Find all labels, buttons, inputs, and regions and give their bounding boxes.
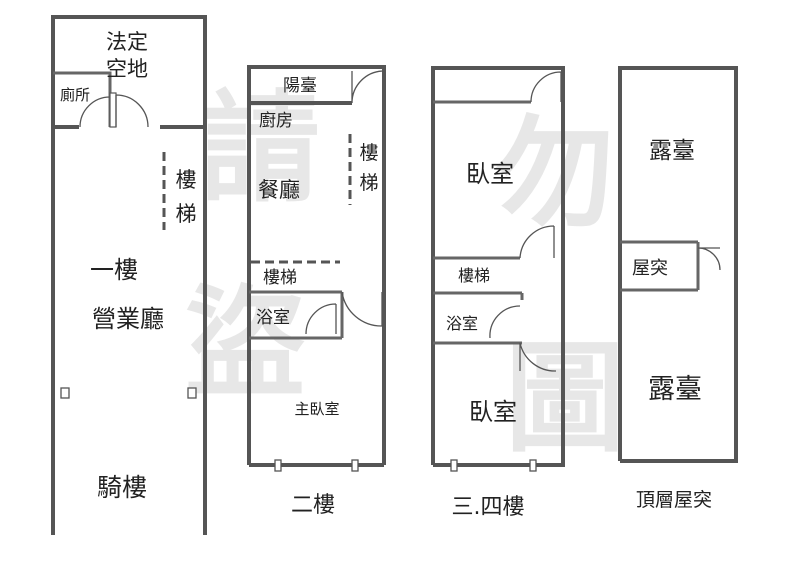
hall-label-l1: 一樓	[90, 256, 138, 284]
room-labels: 法定 空地 廁所 樓 梯 一樓 營業廳 騎樓 陽臺 廚房 餐廳 樓 梯 樓梯 浴…	[60, 30, 712, 520]
third-fourth-floor-plan	[431, 66, 565, 472]
arcade-label: 騎樓	[97, 473, 147, 502]
second-floor-stairs-v-label-1: 樓	[359, 142, 378, 164]
dining-label: 餐廳	[258, 178, 300, 202]
third-floor-balcony-door	[530, 71, 562, 103]
third-floor-stairs-label: 樓梯	[458, 266, 490, 285]
third-floor-caption: 三.四樓	[452, 495, 525, 520]
terrace-bottom-label: 露臺	[648, 374, 702, 405]
roof-caption: 頂層屋突	[636, 489, 712, 511]
first-floor-pillar-right	[187, 387, 197, 399]
open-space-label-l2: 空地	[106, 57, 148, 81]
first-floor-plan	[51, 15, 207, 535]
first-floor-stairs-label-1: 樓	[176, 168, 197, 192]
third-floor-window-left	[450, 459, 458, 472]
balcony-label: 陽臺	[283, 76, 317, 96]
second-floor-plan	[247, 65, 386, 472]
toilet-door-swing	[79, 96, 111, 128]
bedroom-top-label: 臥室	[466, 160, 514, 188]
bath-door-swing	[305, 303, 337, 335]
first-floor-pillar-left	[60, 387, 70, 399]
open-space-door-swing	[115, 94, 149, 128]
bedroom-bottom-label: 臥室	[469, 398, 517, 426]
third-floor-outer-wall	[431, 66, 565, 467]
master-bedroom-door-swing	[341, 291, 383, 327]
toilet-label: 廁所	[60, 86, 90, 104]
first-floor-stairs-label-2: 梯	[176, 202, 197, 226]
second-floor-stairs-v-label-2: 梯	[359, 172, 378, 194]
third-floor-bedroom-door	[519, 225, 555, 259]
roof-room-door-swing	[697, 247, 721, 271]
second-floor-window-left	[274, 459, 282, 472]
master-bedroom-label: 主臥室	[294, 400, 339, 418]
second-floor-outer-wall	[247, 65, 386, 465]
roof-floor-plan	[618, 66, 738, 463]
third-floor-bath-door	[489, 305, 521, 339]
toilet-door-leaf	[109, 92, 117, 128]
third-floor-window-right	[529, 459, 537, 472]
roof-outer-wall	[618, 66, 738, 463]
third-floor-bath-label: 浴室	[446, 314, 478, 333]
roof-room-label: 屋突	[632, 258, 668, 279]
balcony-door-swing	[351, 70, 385, 104]
second-floor-window-right	[351, 459, 359, 472]
terrace-top-label: 露臺	[649, 138, 695, 164]
second-floor-bath-label: 浴室	[256, 308, 290, 328]
first-floor-outer-wall	[51, 15, 207, 535]
third-floor-bedroom-bottom-door	[519, 342, 557, 372]
second-floor-stairs-h-label: 樓梯	[263, 268, 297, 288]
watermark-char-2: 勿	[495, 103, 615, 244]
second-floor-caption: 二樓	[291, 493, 335, 518]
hall-label-l2: 營業廳	[92, 305, 164, 333]
kitchen-label: 廚房	[259, 110, 293, 131]
open-space-label-l1: 法定	[106, 30, 148, 54]
